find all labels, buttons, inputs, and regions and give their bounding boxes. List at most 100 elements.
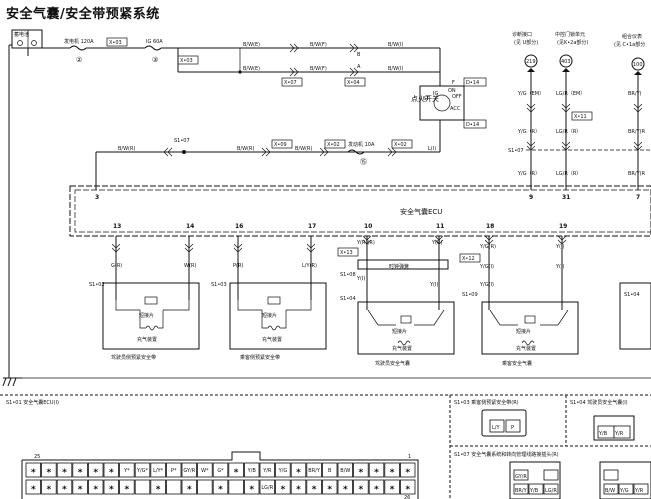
ecu-conn-cell-label: * (374, 468, 379, 478)
ecu-conn-cell (134, 462, 151, 478)
ecu-conn-cell (259, 462, 276, 478)
wire-ygem: Y/G（EM） (517, 91, 544, 97)
connector-x12-label: X•12 (462, 256, 475, 262)
combo-label: 组合仪表 (622, 33, 642, 40)
ecu-conn-cell-label: * (31, 485, 36, 495)
connector-d14a (463, 77, 487, 87)
ecu-conn-cell (212, 479, 229, 495)
wire-yi4: Y(I) (429, 282, 438, 288)
ecu-conn-cell (212, 462, 229, 478)
wire-bryr: BR/Y(R (628, 129, 646, 135)
ecu-conn-cell-label: * (359, 485, 364, 495)
passenger-pretensioner-label: 乘客侧预紧安全带 (240, 354, 280, 361)
fuse-engine-num: ⑮ (360, 158, 367, 166)
ecu-conn-cell-label: * (296, 485, 301, 495)
connector-x13-label: X•13 (340, 250, 353, 256)
ecu-conn-cell (275, 479, 291, 495)
connector-x03a (106, 37, 128, 47)
diag-num: 219 (526, 59, 536, 65)
ecu-conn-cell (197, 462, 213, 478)
ecu-conn-cell-label: Y/B (247, 468, 257, 474)
ecu-conn-cell (259, 479, 276, 495)
wire-bwf1: B/W(F) (310, 42, 327, 48)
door-node (559, 54, 573, 68)
ecu-pin-7: 7 (636, 194, 640, 201)
wire-bwi1: B/W(I) (388, 42, 403, 48)
ignition-label: 点火开关 (411, 94, 439, 103)
ecu-conn-cell-label: * (218, 485, 223, 495)
wire-bryr3: BR/Y(R (628, 171, 646, 177)
ecu-conn-cell-label: * (125, 485, 130, 495)
ecu-conn-cell (306, 479, 322, 495)
ecu-conn-cell (290, 462, 307, 478)
connector-x13 (337, 247, 359, 257)
ecu-conn-cell-label: * (281, 485, 286, 495)
splice-s107b-label: S1•07 (508, 148, 524, 154)
ecu-conn-cell (181, 479, 198, 495)
fuse-engine (347, 149, 365, 155)
fuse-main-label: 发电机 120A (64, 38, 94, 45)
connector-x07-label: X•07 (284, 80, 297, 86)
conn-s107b-pin1: B/W (605, 488, 615, 494)
ecu-conn-cell (165, 462, 182, 478)
bottom-s104-label: S1•04 驾驶员安全气囊(I) (570, 399, 628, 406)
fuse-ig-label: IG 60A (146, 39, 163, 45)
svg-text:OFF: OFF (452, 94, 462, 100)
connector-x09 (271, 139, 293, 149)
conn-s107a-pin5: LG/R (545, 488, 557, 494)
connector-x11 (571, 111, 593, 121)
ecu-conn-cell (337, 479, 354, 495)
ecu-conn-cell (119, 462, 135, 478)
connector-x02a (324, 139, 346, 149)
conn-s103 (481, 409, 527, 437)
ecu-pin-14: 14 (186, 223, 194, 230)
ecu-conn-cell (165, 479, 182, 495)
diag-sub: (见 U部分) (514, 39, 538, 46)
wire-pr: P(R) (233, 263, 243, 269)
passenger-pretensioner-box (229, 282, 327, 350)
splice-s107 (182, 150, 186, 154)
wire-lyr: L/Y(R) (302, 263, 317, 269)
driver-pretensioner-box (102, 282, 200, 350)
splice-s108-label: S1•08 (340, 272, 356, 278)
ecu-conn-cell-label: * (187, 485, 192, 495)
wire-bwf2: B/W(F) (310, 66, 327, 72)
ecu-conn-cell-label: LG/R (261, 485, 273, 491)
svg-text:ON: ON (448, 88, 456, 94)
svg-text:ST: ST (423, 96, 430, 102)
ecu-conn-cell (353, 479, 369, 495)
ecu-conn-cell-label: * (47, 468, 52, 478)
ecu-conn-cell (337, 462, 354, 478)
ecu-conn-cell (321, 462, 338, 478)
ecu-conn-cell (25, 479, 42, 495)
pass-pre-short: 短接片 (262, 312, 277, 319)
connector-x02b-label: X•02 (394, 142, 407, 148)
ecu-conn-cell-label: GY/R (183, 468, 195, 474)
ecu-conn-cell-label: * (156, 485, 161, 495)
wire-yr1: Y(R) (431, 240, 442, 246)
wire-yi2: Y(I) (555, 264, 564, 270)
driver-bag-short: 短接片 (392, 328, 407, 335)
driver-pretensioner-label: 驾驶员侧预紧安全带 (111, 354, 156, 361)
ecu-conn-cell-label: P* (171, 468, 177, 474)
connector-x02a-label: X•02 (327, 142, 340, 148)
wire-ygi: Y/G(I) (479, 264, 494, 270)
ecu-conn-cell (384, 462, 400, 478)
ecu-conn-cell-label: * (405, 468, 410, 478)
connector-d14b (463, 119, 487, 129)
ecu-conn-cell (56, 462, 73, 478)
conn-s104 (593, 415, 635, 441)
conn-s107b-pin3: Y/R (634, 488, 644, 494)
wire-yi3: Y(I) (356, 276, 365, 282)
ecu-conn-cell-label: * (390, 485, 395, 495)
ecu-conn-cell-label: W* (201, 468, 209, 474)
ecu-conn-cell-label: * (390, 468, 395, 478)
ignition-switch (419, 85, 465, 121)
battery-terminal-pos (31, 40, 37, 46)
fuse-main (69, 45, 87, 51)
ecu-conn-cell (368, 462, 385, 478)
wire-lgrr: LG/R（R） (556, 129, 581, 135)
wire-yi1: Y(I) (555, 244, 564, 250)
svg-text:F: F (452, 80, 455, 86)
ecu-conn-cell-label: * (374, 485, 379, 495)
